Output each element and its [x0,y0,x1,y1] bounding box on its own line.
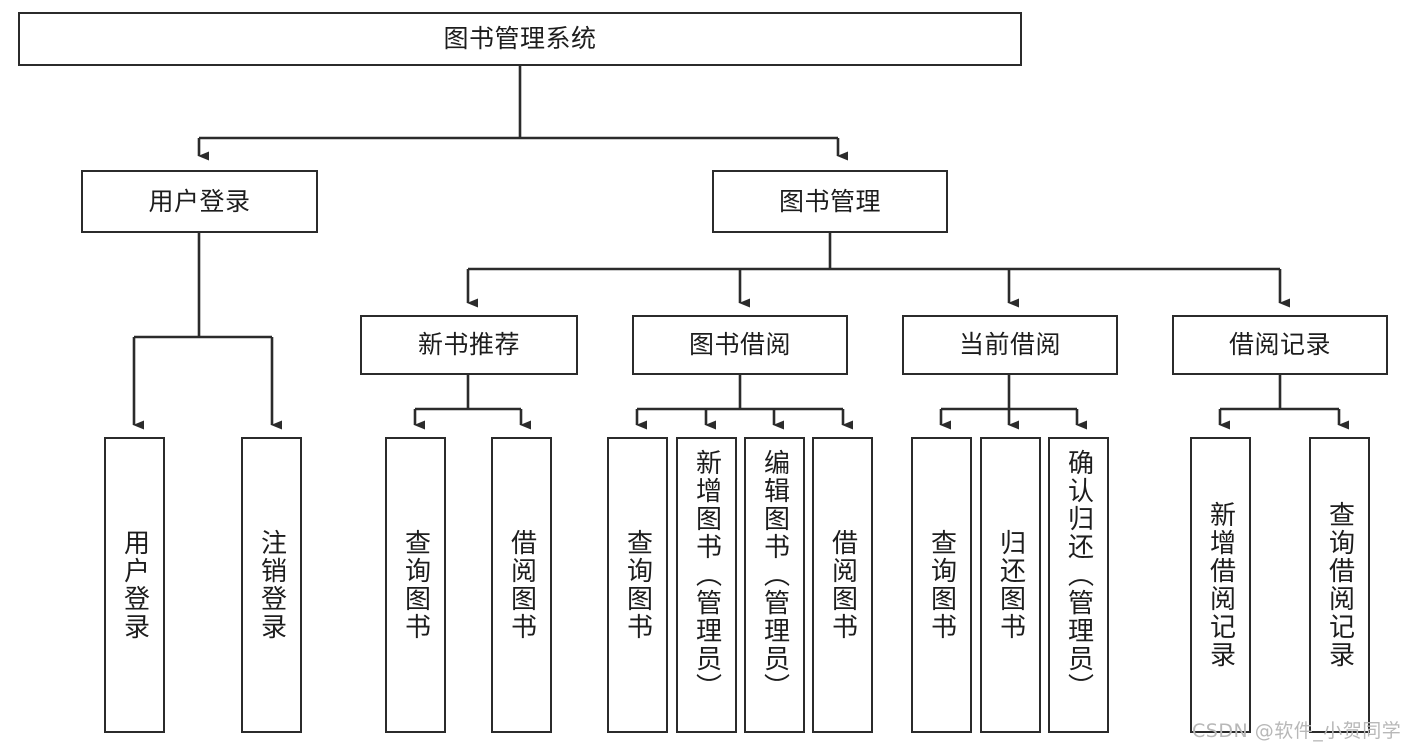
node-new-book-recommend-label: 新书推荐 [417,330,520,360]
leaf-new-book-query[interactable]: 查询图书 [385,437,446,733]
node-book-management[interactable]: 图书管理 [712,170,948,233]
node-book-management-label: 图书管理 [778,186,881,216]
node-current-borrow[interactable]: 当前借阅 [902,315,1118,375]
leaf-label: 归还图书 [995,529,1026,641]
leaf-label: 查询图书 [622,529,653,641]
node-book-borrow[interactable]: 图书借阅 [632,315,848,375]
node-user-login[interactable]: 用户登录 [81,170,318,233]
node-root[interactable]: 图书管理系统 [18,12,1022,66]
leaf-label: 新增借阅记录 [1205,501,1236,669]
node-new-book-recommend[interactable]: 新书推荐 [360,315,578,375]
node-current-borrow-label: 当前借阅 [958,330,1061,360]
leaf-label: 借阅图书 [506,529,537,641]
leaf-label: 新增图书（管理员） [691,449,722,701]
leaf-label: 借阅图书 [827,529,858,641]
leaf-record-query[interactable]: 查询借阅记录 [1309,437,1370,733]
leaf-label: 注销登录 [256,529,287,641]
leaf-label: 编辑图书（管理员） [759,449,790,701]
leaf-label: 确认归还（管理员） [1063,449,1094,701]
leaf-label: 用户登录 [119,529,150,641]
node-user-login-label: 用户登录 [148,186,251,216]
leaf-borrow-borrow-book[interactable]: 借阅图书 [812,437,873,733]
leaf-current-confirm-return-admin[interactable]: 确认归还（管理员） [1048,437,1109,733]
leaf-record-add[interactable]: 新增借阅记录 [1190,437,1251,733]
node-borrow-record[interactable]: 借阅记录 [1172,315,1388,375]
leaf-label: 查询图书 [926,529,957,641]
leaf-borrow-edit-book-admin[interactable]: 编辑图书（管理员） [744,437,805,733]
node-root-label: 图书管理系统 [443,24,597,54]
leaf-label: 查询图书 [400,529,431,641]
node-book-borrow-label: 图书借阅 [688,330,791,360]
node-borrow-record-label: 借阅记录 [1228,330,1331,360]
leaf-user-login-signout[interactable]: 注销登录 [241,437,302,733]
leaf-user-login-signin[interactable]: 用户登录 [104,437,165,733]
leaf-borrow-query-book[interactable]: 查询图书 [607,437,668,733]
leaf-current-query-book[interactable]: 查询图书 [911,437,972,733]
leaf-label: 查询借阅记录 [1324,501,1355,669]
leaf-current-return-book[interactable]: 归还图书 [980,437,1041,733]
leaf-borrow-add-book-admin[interactable]: 新增图书（管理员） [676,437,737,733]
leaf-new-book-borrow[interactable]: 借阅图书 [491,437,552,733]
